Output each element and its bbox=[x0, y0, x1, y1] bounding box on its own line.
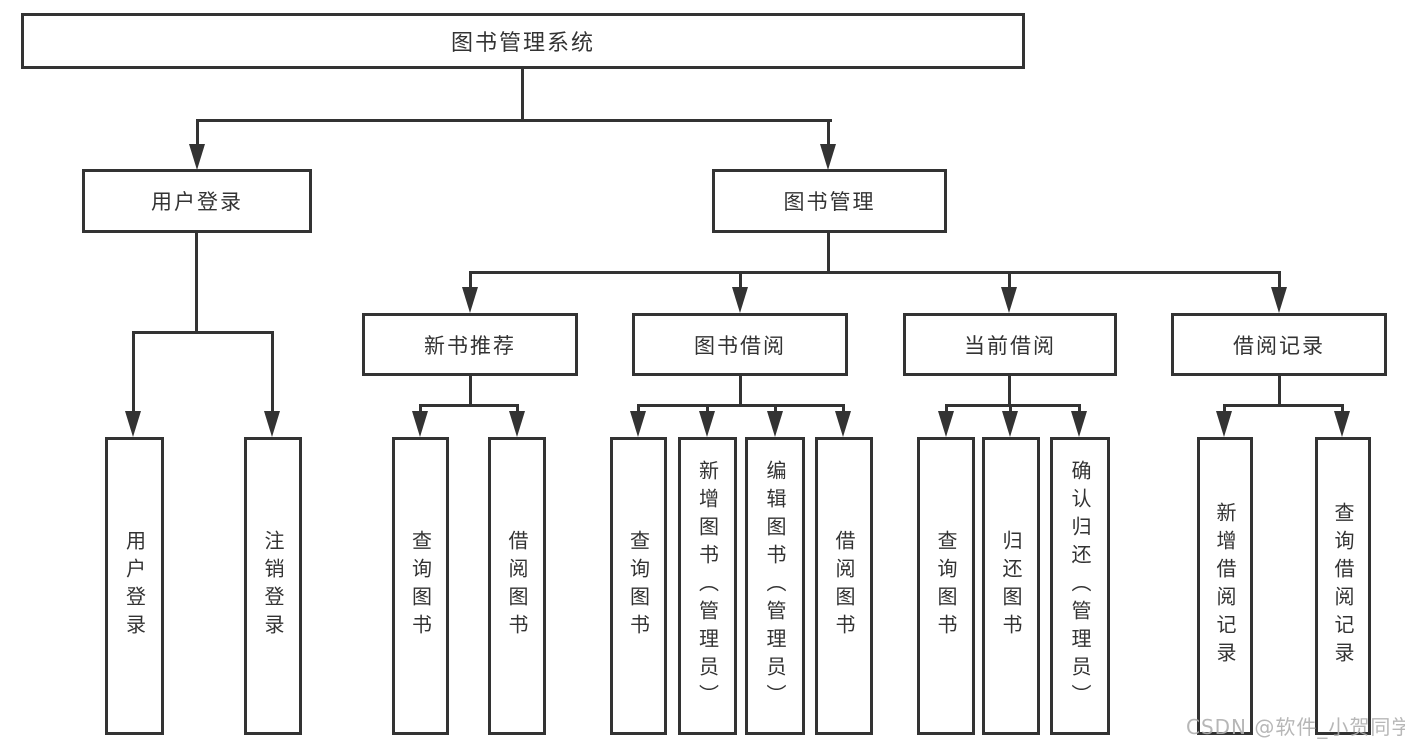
connector-line bbox=[469, 271, 1281, 274]
connector-line bbox=[1078, 404, 1081, 414]
arrowhead-down bbox=[767, 411, 783, 437]
connector-line bbox=[774, 404, 777, 414]
leaf-label: 归还图书 bbox=[999, 530, 1023, 642]
arrowhead-down bbox=[938, 411, 954, 437]
connector-line bbox=[196, 119, 832, 122]
connector-line bbox=[419, 404, 519, 407]
node-library-management-system: 图书管理系统 bbox=[21, 13, 1025, 69]
connector-line bbox=[1008, 271, 1011, 289]
leaf-add-borrow-record: 新增借阅记录 bbox=[1197, 437, 1253, 735]
connector-line bbox=[469, 374, 472, 406]
node-book-management: 图书管理 bbox=[712, 169, 947, 233]
node-new-book-recommendation: 新书推荐 bbox=[362, 313, 578, 376]
connector-line bbox=[521, 66, 524, 121]
leaf-user-login: 用户登录 bbox=[105, 437, 164, 735]
leaf-return-books: 归还图书 bbox=[982, 437, 1040, 735]
connector-line bbox=[132, 331, 135, 413]
node-label: 用户登录 bbox=[151, 190, 243, 214]
node-book-borrowing: 图书借阅 bbox=[632, 313, 848, 376]
arrowhead-down bbox=[189, 144, 205, 170]
arrowhead-down bbox=[1216, 411, 1232, 437]
arrowhead-down bbox=[412, 411, 428, 437]
connector-line bbox=[945, 404, 948, 414]
node-label: 借阅记录 bbox=[1233, 333, 1325, 358]
connector-line bbox=[842, 404, 845, 414]
arrowhead-down bbox=[820, 144, 836, 170]
arrowhead-down bbox=[732, 287, 748, 313]
connector-line bbox=[1223, 404, 1226, 414]
connector-line bbox=[945, 404, 1081, 407]
arrowhead-down bbox=[630, 411, 646, 437]
leaf-add-books-admin: 新增图书（管理员） bbox=[678, 437, 737, 735]
connector-line bbox=[419, 404, 422, 414]
leaf-query-books-recommend: 查询图书 bbox=[392, 437, 449, 735]
arrowhead-down bbox=[835, 411, 851, 437]
node-label: 新书推荐 bbox=[424, 333, 516, 358]
connector-line bbox=[1009, 404, 1012, 414]
arrowhead-down bbox=[1001, 287, 1017, 313]
leaf-logout: 注销登录 bbox=[244, 437, 302, 735]
connector-line bbox=[637, 404, 845, 407]
arrowhead-down bbox=[125, 411, 141, 437]
leaf-label: 查询图书 bbox=[934, 530, 958, 642]
leaf-query-books-borrowing: 查询图书 bbox=[610, 437, 667, 735]
connector-line bbox=[132, 331, 274, 334]
connector-line bbox=[739, 374, 742, 406]
arrowhead-down bbox=[699, 411, 715, 437]
node-user-login: 用户登录 bbox=[82, 169, 312, 233]
leaf-borrow-books: 借阅图书 bbox=[815, 437, 873, 735]
connector-line bbox=[1278, 374, 1281, 406]
node-label: 图书借阅 bbox=[694, 333, 786, 358]
arrowhead-down bbox=[1334, 411, 1350, 437]
connector-line bbox=[469, 271, 472, 289]
arrowhead-down bbox=[1271, 287, 1287, 313]
arrowhead-down bbox=[264, 411, 280, 437]
node-current-borrowing: 当前借阅 bbox=[903, 313, 1117, 376]
connector-line bbox=[195, 231, 198, 333]
leaf-label: 借阅图书 bbox=[832, 530, 856, 642]
leaf-label: 新增图书（管理员） bbox=[695, 460, 720, 712]
arrowhead-down bbox=[1002, 411, 1018, 437]
leaf-borrow-books-recommend: 借阅图书 bbox=[488, 437, 546, 735]
connector-line bbox=[1223, 404, 1344, 407]
connector-line bbox=[271, 331, 274, 413]
connector-line bbox=[196, 119, 199, 147]
connector-line bbox=[516, 404, 519, 414]
node-label: 图书管理系统 bbox=[450, 31, 595, 56]
arrowhead-down bbox=[509, 411, 525, 437]
leaf-label: 编辑图书（管理员） bbox=[763, 460, 787, 712]
node-label: 图书管理 bbox=[783, 190, 876, 214]
leaf-label: 确认归还（管理员） bbox=[1068, 460, 1092, 712]
leaf-label: 新增借阅记录 bbox=[1213, 502, 1237, 670]
connector-line bbox=[1341, 404, 1344, 414]
connector-line bbox=[1278, 271, 1281, 289]
leaf-label: 查询借阅记录 bbox=[1331, 502, 1355, 670]
connector-line bbox=[739, 271, 742, 289]
leaf-label: 借阅图书 bbox=[505, 530, 529, 642]
node-borrowing-records: 借阅记录 bbox=[1171, 313, 1387, 376]
leaf-label: 查询图书 bbox=[408, 530, 433, 642]
leaf-edit-books-admin: 编辑图书（管理员） bbox=[745, 437, 805, 735]
arrowhead-down bbox=[1071, 411, 1087, 437]
connector-line bbox=[637, 404, 640, 414]
connector-line bbox=[706, 404, 709, 414]
leaf-label: 查询图书 bbox=[626, 530, 651, 642]
connector-line bbox=[1008, 374, 1011, 406]
arrowhead-down bbox=[462, 287, 478, 313]
node-label: 当前借阅 bbox=[964, 333, 1056, 358]
connector-line bbox=[827, 231, 830, 273]
leaf-label: 注销登录 bbox=[261, 530, 285, 642]
leaf-query-borrow-record: 查询借阅记录 bbox=[1315, 437, 1371, 735]
leaf-query-books-current: 查询图书 bbox=[917, 437, 975, 735]
leaf-label: 用户登录 bbox=[122, 530, 147, 642]
connector-line bbox=[827, 119, 830, 147]
csdn-watermark: CSDN @软件_小贺同学 bbox=[1186, 715, 1405, 739]
leaf-confirm-return-admin: 确认归还（管理员） bbox=[1050, 437, 1110, 735]
